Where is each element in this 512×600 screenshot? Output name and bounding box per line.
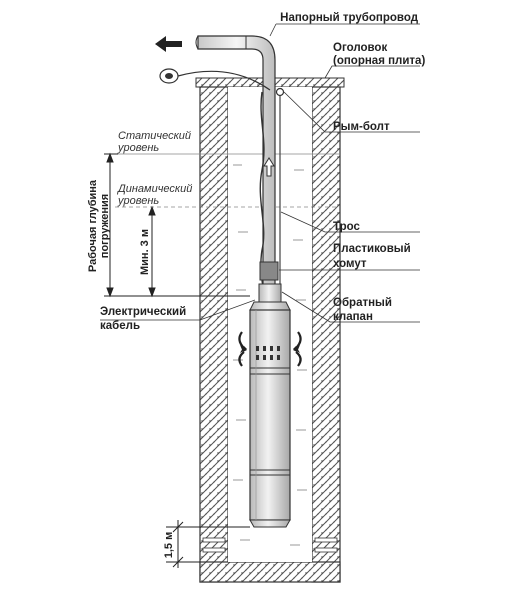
rope-label: Трос bbox=[333, 221, 360, 233]
pump-body bbox=[249, 309, 291, 528]
working-depth-label: Рабочая глубина bbox=[87, 179, 99, 272]
static-level-label: Статический bbox=[118, 130, 191, 142]
eye-bolt-icon bbox=[275, 87, 285, 97]
check-valve-sub-label: клапан bbox=[333, 311, 373, 323]
plastic-clamp-label: Пластиковый bbox=[333, 243, 411, 255]
well-filter-slots bbox=[202, 537, 338, 553]
pressure-pipe-label: Напорный трубопровод bbox=[280, 12, 419, 24]
up-arrow-icon bbox=[263, 157, 275, 177]
check-valve-label: Обратный bbox=[333, 297, 392, 309]
dynamic-level-sub-label: уровень bbox=[117, 195, 159, 207]
bottom-gap-dimension bbox=[166, 520, 250, 568]
well-head-label: Оголовок bbox=[333, 42, 387, 54]
cable-sub-label: кабель bbox=[100, 320, 140, 332]
static-level-sub-label: уровень bbox=[117, 142, 159, 154]
intake-flow-arrows-icon bbox=[238, 331, 302, 367]
plastic-clamp-sub-label: хомут bbox=[333, 258, 367, 270]
check-valve bbox=[258, 283, 282, 303]
well-head-sub-label: (опорная плита) bbox=[333, 55, 425, 67]
leader-lines bbox=[100, 23, 420, 323]
eye-bolt-label: Рым-болт bbox=[333, 121, 390, 133]
min-depth-dimension bbox=[148, 205, 156, 298]
working-depth-sub-label: погружения bbox=[99, 194, 111, 258]
flow-direction-arrow-icon bbox=[155, 36, 182, 52]
water-marks bbox=[233, 164, 307, 546]
dynamic-level-label: Динамический bbox=[116, 183, 192, 195]
cable-coil-icon bbox=[159, 68, 271, 91]
pump-intake-holes bbox=[256, 346, 280, 360]
plastic-clamp bbox=[259, 261, 279, 281]
working-depth-dimension bbox=[104, 152, 250, 298]
min-depth-label: Мин. 3 м bbox=[139, 229, 151, 275]
bottom-gap-label: 1,5 м bbox=[163, 532, 175, 559]
cable-label: Электрический bbox=[100, 306, 186, 318]
